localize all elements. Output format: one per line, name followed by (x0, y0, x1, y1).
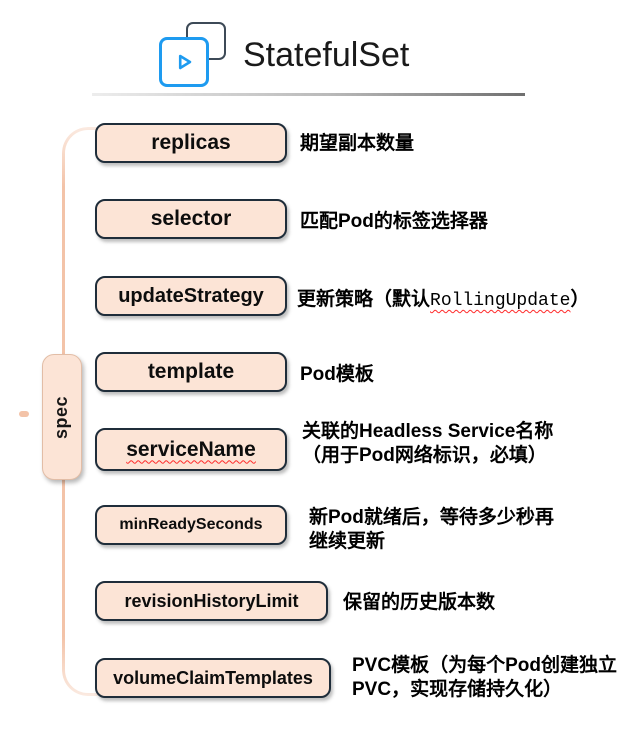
field-label: minReadySeconds (119, 516, 263, 533)
annotation-template: Pod模板 (300, 364, 374, 385)
field-box-serviceName: serviceName (95, 428, 287, 471)
spec-label-pill: spec (42, 354, 82, 480)
field-label: replicas (151, 131, 231, 154)
annotation-text: ） (570, 289, 590, 310)
annotation-replicas: 期望副本数量 (300, 133, 415, 154)
field-label: volumeClaimTemplates (113, 667, 313, 688)
field-label: selector (150, 207, 232, 230)
statefulset-icon (158, 20, 228, 87)
field-box-updateStrategy: updateStrategy (95, 276, 287, 316)
header-divider (92, 93, 525, 96)
field-box-selector: selector (95, 199, 287, 239)
annotation-serviceName: 关联的Headless Service名称 （用于Pod网络标识，必填） (302, 421, 554, 466)
field-label: revisionHistoryLimit (124, 590, 299, 611)
field-box-volumeClaimTemplates: volumeClaimTemplates (95, 658, 331, 698)
annotation-spellchecked-word: RollingUpdate (430, 291, 571, 311)
annotation-revisionHistoryLimit: 保留的历史版本数 (343, 592, 496, 613)
spec-bracket-nub (19, 411, 29, 417)
play-icon (178, 54, 192, 70)
annotation-minReadySeconds: 新Pod就绪后，等待多少秒再 继续更新 (309, 507, 554, 552)
field-box-replicas: replicas (95, 123, 287, 163)
annotation-volumeClaimTemplates: PVC模板（为每个Pod创建独立 PVC，实现存储持久化） (352, 655, 617, 700)
annotation-selector: 匹配Pod的标签选择器 (300, 211, 488, 232)
field-box-revisionHistoryLimit: revisionHistoryLimit (95, 581, 328, 621)
field-box-template: template (95, 352, 287, 392)
field-label: template (147, 360, 235, 383)
page-title: StatefulSet (243, 36, 410, 74)
field-label: updateStrategy (118, 284, 264, 307)
field-label-spellchecked: serviceName (126, 437, 256, 461)
spec-label: spec (51, 395, 72, 439)
front-square-icon (159, 37, 209, 87)
field-box-minReadySeconds: minReadySeconds (95, 505, 287, 545)
annotation-updateStrategy: 更新策略（默认RollingUpdate） (297, 288, 589, 313)
annotation-text: 更新策略（默认 (297, 289, 431, 310)
